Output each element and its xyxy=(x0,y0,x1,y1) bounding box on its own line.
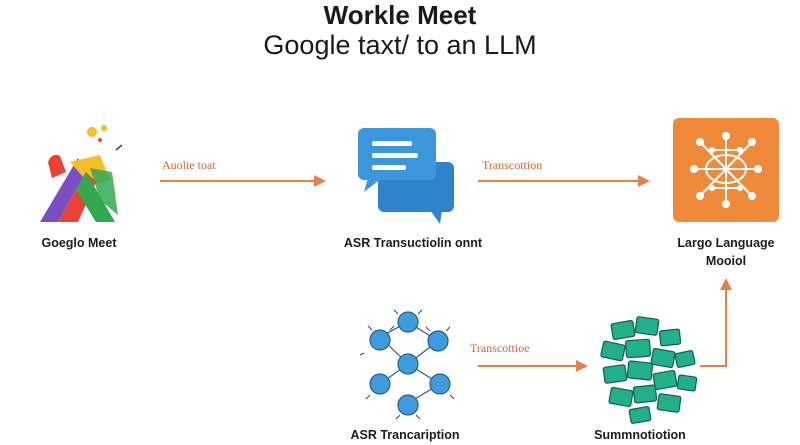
edge-label-transcription-top: Transcottion xyxy=(482,158,543,172)
edge-label-audio-text: Auolie toat xyxy=(162,158,216,172)
edge-label-transcription-bottom: Transcottioe xyxy=(470,341,530,355)
asr-transcription-top-label: ASR Transuctiolin onnt xyxy=(343,236,483,250)
summarization-label: Summnotiotion xyxy=(594,428,686,442)
asr-transcription-bottom-label: ASR Trancaription xyxy=(350,428,460,442)
google-meet-label: Goeglo Meet xyxy=(41,236,117,250)
chat-bubbles-icon xyxy=(358,128,454,224)
diagram-title: Workle Meet xyxy=(323,0,477,30)
google-meet-logo-icon xyxy=(40,125,123,222)
llm-label-line1: Largo Language xyxy=(677,236,775,250)
stacked-documents-icon xyxy=(600,316,698,424)
neuron-cluster-icon xyxy=(359,309,455,420)
diagram-subtitle: Google taxt/ to an LLM xyxy=(263,30,537,60)
arrow-summary-to-llm xyxy=(700,278,732,367)
llm-label-line2: Mooiol xyxy=(705,254,747,268)
arrows xyxy=(160,175,732,372)
neural-network-chip-icon xyxy=(673,118,779,222)
